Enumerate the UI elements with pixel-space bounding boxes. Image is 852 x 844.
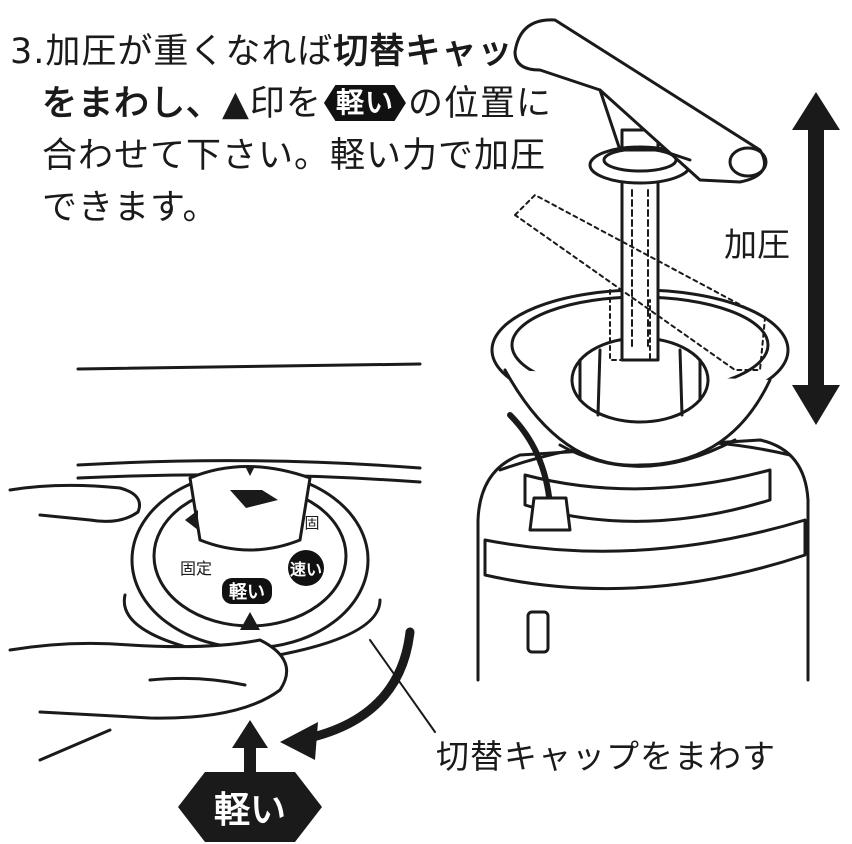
instruction-line-2-mid: ▲印を [222, 84, 322, 124]
dial-fast-label: 速い [290, 560, 322, 579]
dial-light-label: 軽い [229, 581, 265, 603]
instruction-rotate-term: をまわし、 [42, 84, 223, 124]
rotate-cap-label: 切替キャップをまわす [436, 737, 776, 776]
dial-top-label: 固 [304, 514, 319, 532]
instruction-line-3: 合わせて下さい。軽い力で加圧 [42, 136, 547, 176]
instruction-line-2-suffix: の位置に [407, 84, 552, 124]
pressure-arrow [792, 92, 840, 425]
light-badge-inline: 軽い [323, 85, 406, 121]
dial-illustration [8, 362, 436, 842]
dial-fast-plate [288, 550, 324, 586]
sprayer-illustration [476, 18, 840, 682]
light-badge-shape [178, 772, 322, 842]
pressure-label: 加圧 [724, 225, 790, 264]
instruction-line-2: をまわし、▲印を軽いの位置に [10, 78, 551, 130]
collar-base [483, 518, 807, 591]
instruction-line-4: できます。 [42, 188, 219, 228]
instruction-line-1: 3.加圧が重くなれば切替キャップ [10, 26, 548, 78]
instruction-line-1-prefix: 3.加圧が重くなれば [10, 32, 334, 72]
hand [8, 483, 141, 523]
dial-fixed-label: 固定 [180, 559, 212, 578]
bottom-light-badge-label: 軽い [214, 790, 286, 831]
switch-cap-term: 切替キャップ [333, 32, 550, 72]
dial-light-plate [222, 578, 272, 604]
up-arrow [232, 720, 268, 775]
rotate-arrow [295, 627, 415, 745]
hose [507, 412, 553, 508]
instruction-text: 3.加圧が重くなれば切替キャップ をまわし、▲印を軽いの位置に 合わせて下さい。… [10, 26, 551, 234]
